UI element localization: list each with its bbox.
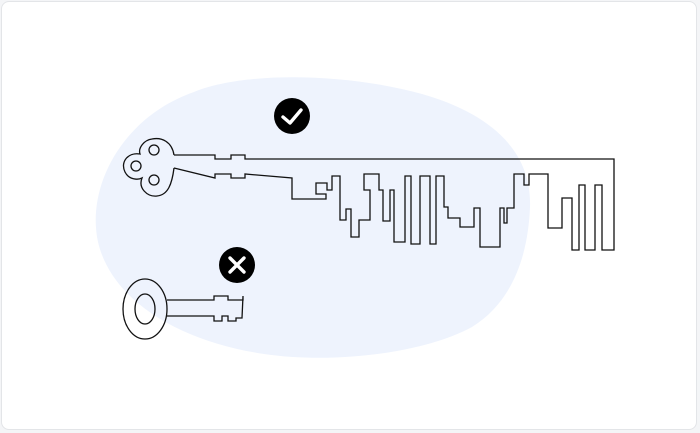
long-key <box>122 137 615 251</box>
cross-badge <box>219 247 255 283</box>
cross-icon <box>228 256 246 274</box>
background-blob <box>95 77 531 358</box>
long-key-blade <box>173 154 615 251</box>
checkmark-badge-circle <box>274 98 310 134</box>
long-key-bow <box>122 137 175 197</box>
long-key-bow-hole <box>148 174 160 186</box>
short-key-bow-hole <box>134 293 156 325</box>
checkmark-icon <box>281 108 303 125</box>
short-key-blade <box>167 295 244 322</box>
short-key <box>122 278 244 340</box>
long-key-bow-hole <box>148 144 160 156</box>
long-key-bow-hole <box>130 160 142 172</box>
checkmark-badge <box>274 98 310 134</box>
short-key-bow <box>122 278 168 340</box>
